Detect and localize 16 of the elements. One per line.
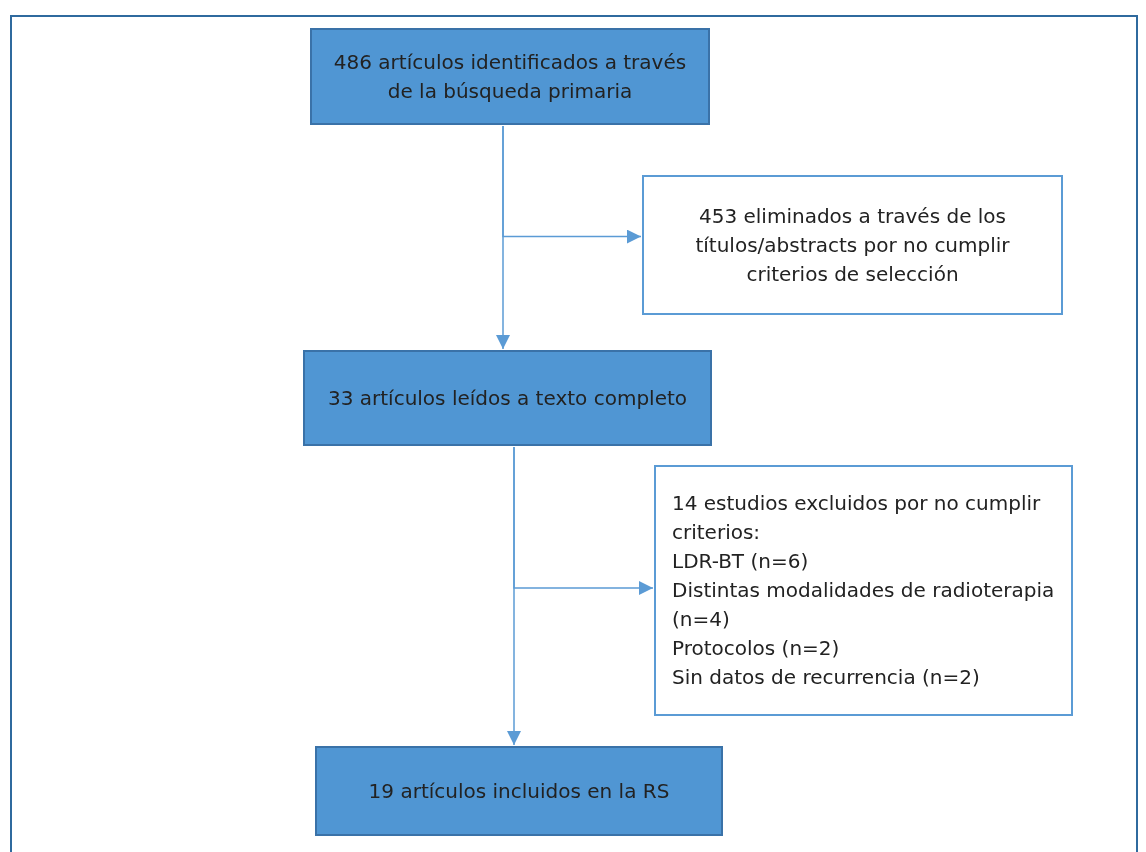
box-text: LDR-BT (n=6) [672,548,809,575]
process-box [303,350,712,446]
box-text: Protocolos (n=2) [672,635,840,662]
box-text: 486 artículos identificados a través de la búsqueda primaria [332,48,688,105]
box-text: 453 eliminados a través de los títulos/abstracts por no cumplir criterios de selección [694,202,1011,288]
box-text: 19 artículos incluidos en la RS [368,777,670,805]
box-text: Sin datos de recurrencia (n=2) [672,664,980,691]
process-box [642,175,1063,315]
box-text: 14 estudios excluidos por no cumplir criterios: [672,490,1042,546]
arrow [507,446,521,746]
arrow [496,125,510,350]
box-text: Distintas modalidades de radioterapia (n=4) [672,577,1055,633]
process-box [310,28,710,125]
process-box [654,465,1073,716]
process-box [315,746,723,836]
box-text: 33 artículos leídos a texto completo [327,384,688,412]
